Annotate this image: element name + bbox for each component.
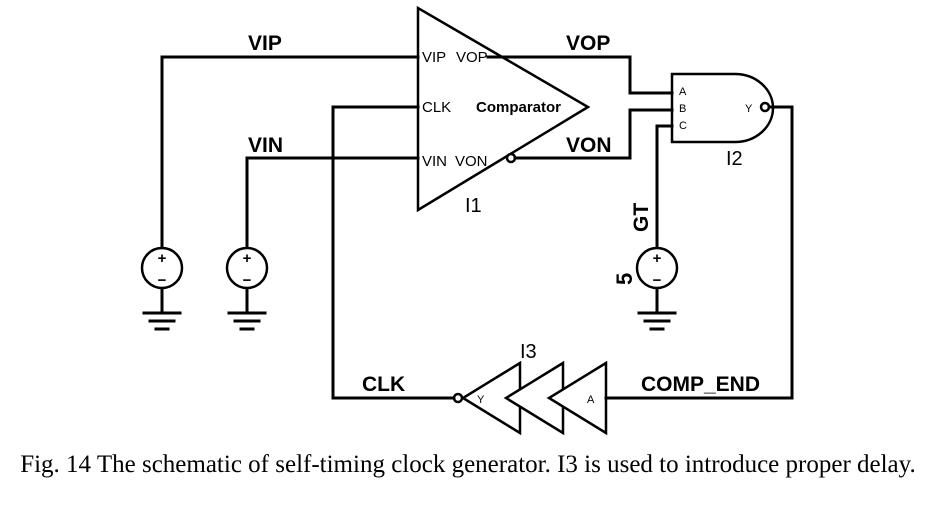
comparator-label: Comparator bbox=[476, 99, 561, 116]
nand-body bbox=[670, 72, 775, 144]
gt-source-minus: − bbox=[653, 272, 662, 289]
nand-pin-b: B bbox=[679, 103, 686, 115]
comparator-pin-vop: VOP bbox=[456, 49, 488, 66]
nand-pin-y: Y bbox=[745, 103, 753, 115]
net-label-von: VON bbox=[566, 134, 612, 157]
delay-chain-i3: Y A I3 bbox=[452, 341, 608, 436]
net-label-gt: GT bbox=[630, 203, 653, 232]
delay-instance-label: I3 bbox=[520, 341, 537, 363]
nand-gate-i2: A B C Y I2 bbox=[670, 72, 775, 170]
net-label-clk: CLK bbox=[362, 373, 405, 396]
nand-pin-c: C bbox=[679, 120, 687, 132]
wire-gt bbox=[655, 124, 674, 250]
wire-clk bbox=[331, 105, 456, 400]
nand-instance-label: I2 bbox=[726, 148, 743, 170]
delay-pin-y: Y bbox=[477, 394, 485, 406]
nand-pin-a: A bbox=[679, 86, 687, 98]
figure-caption: Fig. 14 The schematic of self-timing clo… bbox=[20, 451, 916, 478]
delay-pin-a: A bbox=[587, 394, 595, 406]
vin-source-body bbox=[225, 246, 269, 290]
wire-vin bbox=[245, 156, 420, 250]
wire-vip bbox=[160, 55, 420, 250]
wire-von bbox=[513, 108, 674, 160]
ground-vip bbox=[142, 311, 182, 331]
comparator-pin-von: VON bbox=[455, 153, 488, 170]
vip-source-minus: − bbox=[158, 272, 167, 289]
vin-source-plus: + bbox=[243, 250, 252, 267]
vip-source: + − bbox=[140, 246, 184, 290]
vin-source: + − bbox=[225, 246, 269, 290]
comparator-pin-clk: CLK bbox=[422, 99, 451, 116]
net-label-vin: VIN bbox=[248, 134, 283, 157]
net-label-comp-end: COMP_END bbox=[641, 373, 760, 396]
net-label-vop: VOP bbox=[566, 32, 610, 55]
vip-source-body bbox=[140, 246, 184, 290]
comparator-pin-vin: VIN bbox=[422, 153, 447, 170]
wires bbox=[160, 55, 794, 400]
gt-source: + − bbox=[635, 246, 679, 290]
ground-vin bbox=[227, 311, 267, 331]
wire-comp-end bbox=[604, 105, 794, 400]
gt-source-plus: + bbox=[653, 250, 662, 267]
net-label-vip: VIP bbox=[248, 32, 282, 55]
schematic-diagram: VIP VOP CLK Comparator VIN VON I1 A B C … bbox=[140, 5, 794, 436]
comparator-pin-vip: VIP bbox=[422, 49, 446, 66]
comparator-instance-label: I1 bbox=[465, 195, 482, 217]
gt-source-body bbox=[635, 246, 679, 290]
wire-vop bbox=[486, 55, 674, 95]
comparator-i1: VIP VOP CLK Comparator VIN VON I1 bbox=[416, 5, 591, 217]
gt-source-value: 5 bbox=[612, 273, 637, 285]
ground-gt bbox=[637, 311, 677, 331]
vip-source-plus: + bbox=[158, 250, 167, 267]
vin-source-minus: − bbox=[243, 272, 252, 289]
